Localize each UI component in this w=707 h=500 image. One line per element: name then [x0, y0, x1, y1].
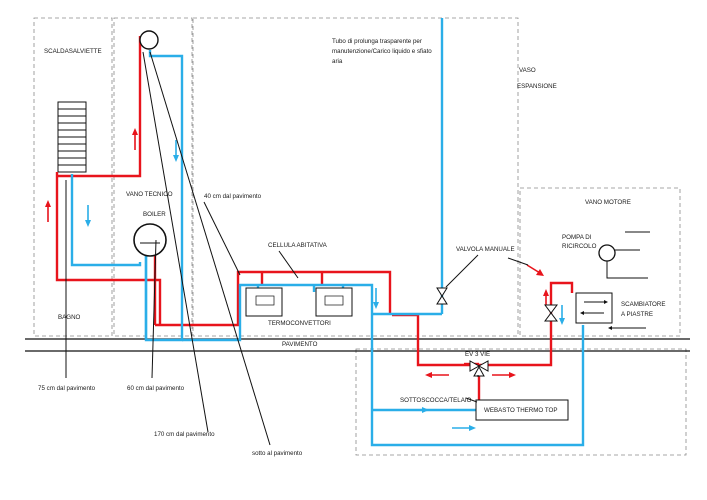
- label-scambiatore-line2: A PIASTRE: [621, 311, 653, 318]
- label-boiler: BOILER: [143, 211, 166, 218]
- label-vano-motore: VANO MOTORE: [585, 199, 631, 206]
- zone-bagno: [33, 17, 113, 337]
- label-ev3vie: EV 3 VIE: [465, 351, 490, 358]
- label-scaldasalviette: SCALDASALVIETTE: [44, 48, 102, 55]
- plate-heat-exchanger: [575, 292, 646, 330]
- recirculation-pump-circle: [598, 244, 616, 262]
- label-quota-75: 75 cm dal pavimento: [38, 385, 96, 392]
- flow-arrows: [45, 128, 565, 431]
- label-valvola-manuale: VALVOLA MANUALE: [456, 246, 515, 253]
- label-tubo-line1: Tubo di prolunga trasparente per: [332, 38, 422, 45]
- webasto-heater-box: [475, 399, 569, 421]
- label-pompa-line1: POMPA DI: [562, 234, 592, 241]
- hot-pipes: [55, 36, 574, 408]
- label-quota-60: 60 cm dal pavimento: [127, 385, 185, 392]
- convector-2: [315, 287, 353, 317]
- label-quota-170: 170 cm dal pavimento: [154, 431, 215, 438]
- label-cellula: CELLULA ABITATIVA: [268, 242, 328, 249]
- label-webasto: WEBASTO THERMO TOP: [484, 407, 557, 414]
- label-pompa-line2: RICIRCOLO: [562, 243, 597, 250]
- boiler-circle: [133, 223, 167, 257]
- convector-1: [245, 287, 283, 317]
- label-tubo-line2: manutenzione/Carico liquido e sfiato: [332, 48, 432, 55]
- cold-pipes: [70, 18, 585, 447]
- towel-warmer-radiator: [57, 101, 87, 173]
- label-quota-40: 40 cm dal pavimento: [204, 193, 262, 200]
- label-tubo-line3: aria: [332, 58, 343, 65]
- pump-valve-icon: [544, 304, 558, 322]
- label-pavimento: PAVIMENTO: [282, 341, 318, 348]
- label-scambiatore-line1: SCAMBIATORE: [621, 301, 665, 308]
- zone-sottoscocca: [355, 348, 687, 456]
- label-vano-tecnico: VANO TECNICO: [126, 191, 173, 198]
- label-bagno: BAGNO: [58, 314, 81, 321]
- boiler-upper-circle: [139, 30, 159, 50]
- label-espansione: ESPANSIONE: [517, 83, 557, 90]
- label-vaso: VASO: [519, 67, 536, 74]
- zone-cellula-abitativa: [192, 17, 519, 337]
- label-termoconvettori: TERMOCONVETTORI: [268, 320, 331, 327]
- label-sotto-pavimento: sotto al pavimento: [252, 450, 303, 457]
- leader-lines: [65, 51, 529, 446]
- three-way-valve-icon: [469, 360, 489, 377]
- manual-valve-icon: [436, 287, 448, 305]
- label-sottoscocca: SOTTOSCOCCA/TELAIO: [400, 397, 472, 404]
